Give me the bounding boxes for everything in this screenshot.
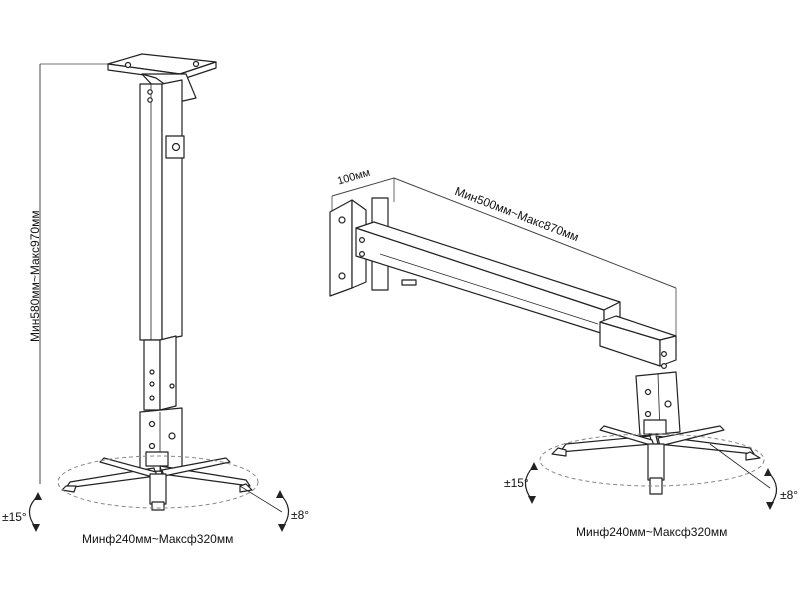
ceiling-height-label: Мин580мм~Макс970мм <box>28 210 42 342</box>
wall-diameter-label: Минф240мм~Максф320мм <box>576 525 728 539</box>
ceiling-mount-drawing <box>28 53 290 532</box>
wall-tilt-right-label: ±8° <box>780 488 799 502</box>
ceiling-tilt-left-label: ±15° <box>2 510 27 524</box>
ceiling-tilt-right-label: ±8° <box>291 508 310 522</box>
ceiling-diameter-label: Минф240мм~Максф320мм <box>82 532 234 546</box>
wall-mount-drawing <box>329 177 778 510</box>
wall-tilt-left-label: ±15° <box>504 476 529 490</box>
